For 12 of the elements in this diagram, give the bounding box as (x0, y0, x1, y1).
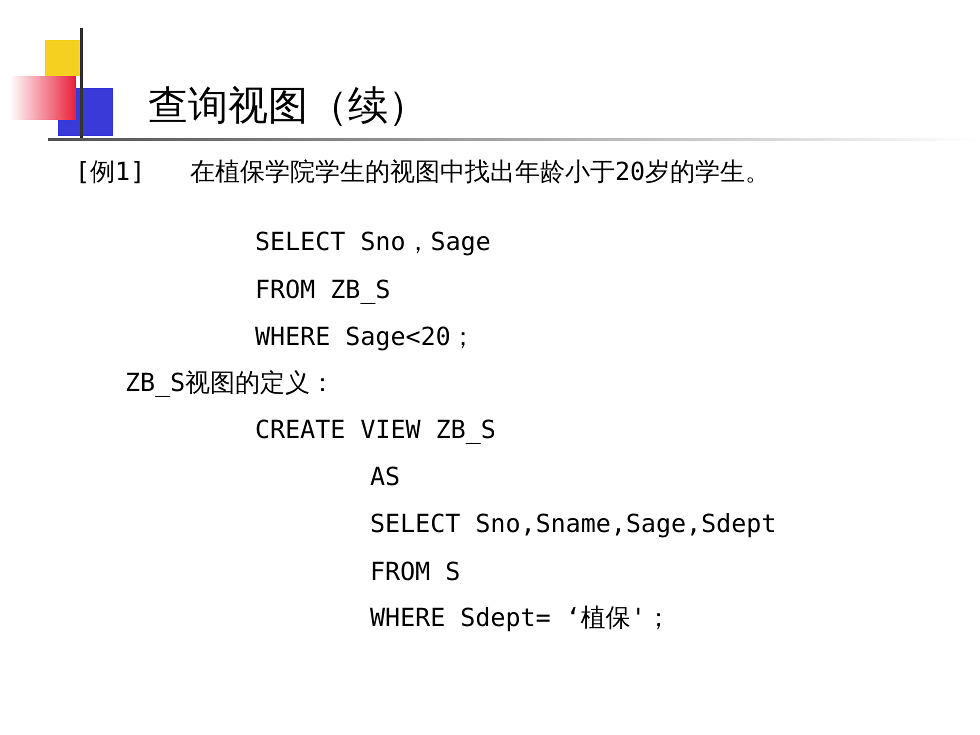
code-line: FROM ZB_S (255, 275, 390, 305)
code-line: FROM S (370, 557, 460, 587)
code-line: WHERE Sage<20； (255, 322, 476, 352)
code-line: SELECT Sno,Sname,Sage,Sdept (370, 509, 776, 539)
slide-title: 查询视图（续） (148, 82, 428, 130)
code-line: AS (370, 462, 400, 492)
code-line: WHERE Sdept= ‘植保'； (370, 603, 671, 633)
section-heading: ZB_S视图的定义： (125, 368, 336, 398)
code-line: CREATE VIEW ZB_S (255, 415, 496, 445)
question-text: 在植保学院学生的视图中找出年龄小于20岁的学生。 (190, 157, 770, 187)
example-number: [例1] (75, 157, 146, 187)
code-line: SELECT Sno，Sage (255, 227, 491, 257)
